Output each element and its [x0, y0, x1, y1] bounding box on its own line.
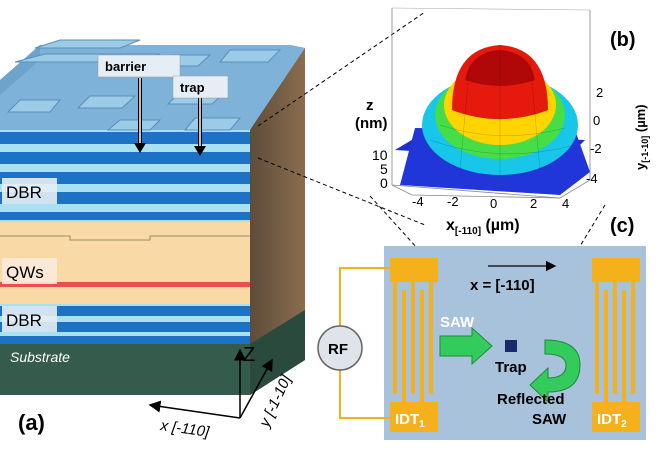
panel-b-letter: (b)	[610, 29, 636, 51]
qws-label-box	[2, 258, 57, 284]
dbr-top-label-box	[2, 178, 57, 204]
x-sub-b: [-110]	[455, 226, 481, 237]
rf-wire-bottom	[339, 369, 390, 419]
mesa-2	[218, 49, 282, 63]
mesa-3	[76, 95, 137, 109]
barrier-label-box	[97, 54, 181, 78]
x-tick-0: 0	[490, 196, 497, 211]
x-axis-arrow	[148, 400, 241, 419]
idt2-fingers	[595, 282, 635, 402]
panel-c-letter: (c)	[610, 215, 634, 237]
dbr-bottom-label-box	[2, 306, 57, 332]
reflected-label-2: SAW	[532, 411, 567, 428]
y-tick-2: 2	[596, 85, 603, 100]
dbr-layer-3	[0, 172, 250, 184]
idt2-text: IDT	[597, 411, 621, 428]
dbr-layer-2	[0, 152, 250, 164]
mesa-6	[183, 117, 242, 131]
substrate-label: Substrate	[10, 349, 70, 365]
zoom-line-bottom	[257, 157, 426, 226]
saw-arrow	[439, 326, 493, 366]
direction-label: x = [-110]	[470, 277, 535, 294]
mesa-5	[106, 119, 162, 131]
y-axis-arrow	[239, 358, 273, 419]
barrier-label: barrier	[105, 59, 146, 74]
y-tick-m4: -4	[586, 171, 598, 186]
z-label-2: (nm)	[355, 115, 388, 132]
z-tick-10: 10	[372, 147, 388, 163]
dbr-bottom-layer-2	[0, 322, 250, 332]
dbr-bottom-layer-1	[0, 306, 250, 316]
dbr-bottom-label: DBR	[6, 311, 42, 330]
idt1-top-pad	[390, 258, 438, 282]
qw-line	[0, 282, 250, 287]
z-tick-5: 5	[380, 161, 388, 177]
y-axis-title-b: y[-1-10] (µm)	[633, 104, 650, 170]
x-unit-b: (µm)	[481, 217, 520, 234]
z-label-1: z	[366, 97, 374, 114]
dbr-top-label: DBR	[6, 183, 42, 202]
panel-a-sample	[0, 39, 305, 419]
trap-label-a: trap	[180, 80, 205, 95]
idt2-label: IDT2	[597, 411, 627, 430]
x-axis-label: x [-110]	[158, 417, 211, 441]
rf-wire-top	[339, 267, 390, 327]
rf-source	[317, 325, 363, 371]
dbr-layer-4	[0, 192, 250, 204]
reflected-label-1: Reflected	[497, 391, 565, 408]
saw-label: SAW	[440, 314, 475, 331]
x-tick-2: 2	[530, 196, 537, 211]
qws-label: QWs	[6, 263, 44, 282]
idt1-bottom-pad	[390, 402, 438, 432]
substrate-layer	[0, 344, 250, 395]
x-tick-4: 4	[562, 196, 569, 211]
dbr-bottom-layer-3	[0, 336, 250, 344]
zoom-line-top	[257, 11, 426, 127]
sample-side-face	[250, 45, 305, 395]
x-tick-m4: -4	[412, 194, 424, 209]
mesa-7	[6, 99, 62, 113]
trap-square	[505, 340, 517, 352]
y-sub-b: [-1-10]	[640, 136, 650, 163]
panel-c-device	[317, 246, 646, 440]
trap-label-c: Trap	[495, 359, 527, 376]
idt1-sub: 1	[419, 419, 425, 430]
y-tick-0: 0	[593, 113, 600, 128]
idt2-bottom-pad	[592, 402, 640, 432]
idt2-sub: 2	[621, 419, 627, 430]
idt1-text: IDT	[395, 411, 419, 428]
dbr-layer-5	[0, 212, 250, 220]
dbr-layer-1	[0, 132, 250, 144]
x-tick-m2: -2	[447, 194, 459, 209]
x-label-b: x	[446, 217, 455, 234]
rf-label: RF	[328, 341, 348, 358]
x-axis-title-b: x[-110] (µm)	[446, 217, 520, 237]
top-surface	[0, 45, 305, 130]
idt1-label: IDT1	[395, 411, 425, 430]
idt1-fingers	[393, 282, 433, 402]
y-tick-m2: -2	[590, 141, 602, 156]
reflected-saw-arrow	[529, 339, 581, 404]
z-tick-0: 0	[380, 175, 388, 191]
z-axis-label: Z	[243, 344, 255, 366]
y-unit-b: (µm)	[633, 104, 648, 135]
panel-b-plot	[391, 7, 591, 199]
y-label-b: y	[633, 162, 648, 170]
panel-a-letter: (a)	[18, 410, 45, 435]
idt2-top-pad	[592, 258, 640, 282]
